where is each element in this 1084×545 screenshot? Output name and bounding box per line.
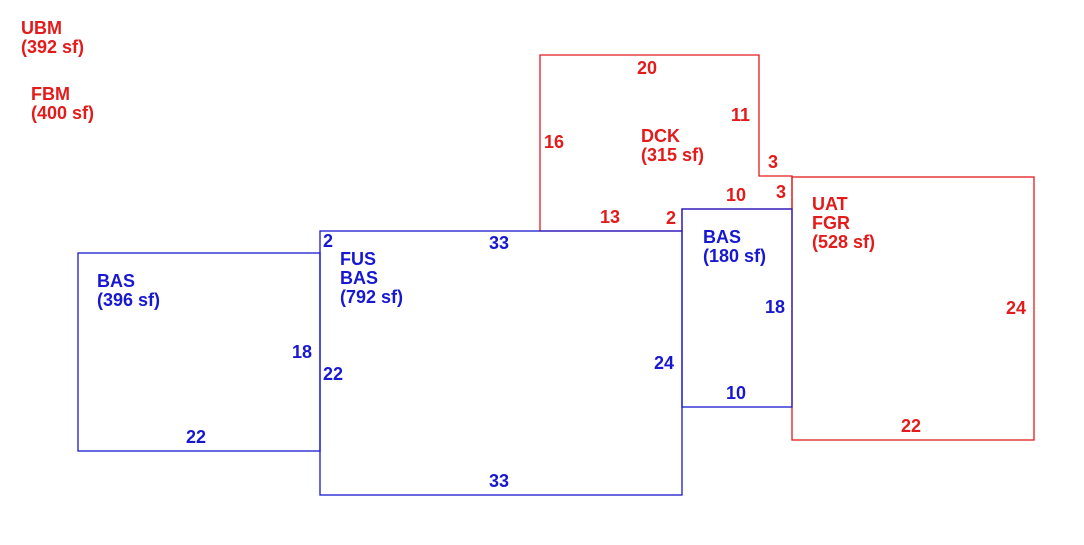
uat-code-label: UAT <box>812 194 848 214</box>
fbm-area-label: (400 sf) <box>31 103 94 123</box>
fgr-code-label: FGR <box>812 213 850 233</box>
dck-top-dimension: 20 <box>637 58 657 78</box>
bas-left-right-dimension: 18 <box>292 342 312 362</box>
dck-step-bottom-dimension: 10 <box>726 185 746 205</box>
dck-area-label: (315 sf) <box>641 145 704 165</box>
ubm-code-label: UBM <box>21 18 62 38</box>
bas-left-area-label: (396 sf) <box>97 290 160 310</box>
fus-top-dimension: 33 <box>489 233 509 253</box>
bas-small-right-dimension: 18 <box>765 297 785 317</box>
bas-small-bottom-dimension: 10 <box>726 383 746 403</box>
dck-code-label: DCK <box>641 126 680 146</box>
bas-left-bottom-dimension: 22 <box>186 427 206 447</box>
dck-bottom-right-dimension: 2 <box>666 208 676 228</box>
fus-left-dimension: 22 <box>323 364 343 384</box>
uat-right-dimension: 24 <box>1006 298 1026 318</box>
fus-code-label: FUS <box>340 249 376 269</box>
bas-small-code-label: BAS <box>703 227 741 247</box>
dck-left-dimension: 16 <box>544 132 564 152</box>
bas-small-outline <box>681 208 793 408</box>
ubm-area-label: (392 sf) <box>21 37 84 57</box>
uat-left-top-dimension: 3 <box>776 182 786 202</box>
dck-right-dimension: 11 <box>731 105 750 125</box>
fus-left-top-dimension: 2 <box>323 231 333 251</box>
fus-bas-code-label: BAS <box>340 268 378 288</box>
fus-bottom-dimension: 33 <box>489 471 509 491</box>
bas-small-area-label: (180 sf) <box>703 246 766 266</box>
fbm-code-label: FBM <box>31 84 70 104</box>
bas-left-code-label: BAS <box>97 271 135 291</box>
dck-bottom-dimension: 13 <box>600 207 620 227</box>
fus-bas-area-label: (792 sf) <box>340 287 403 307</box>
fus-right-dimension: 24 <box>654 353 674 373</box>
uat-fgr-area-label: (528 sf) <box>812 232 875 252</box>
uat-bottom-dimension: 22 <box>901 416 921 436</box>
dck-step-right-dimension: 3 <box>768 152 778 172</box>
